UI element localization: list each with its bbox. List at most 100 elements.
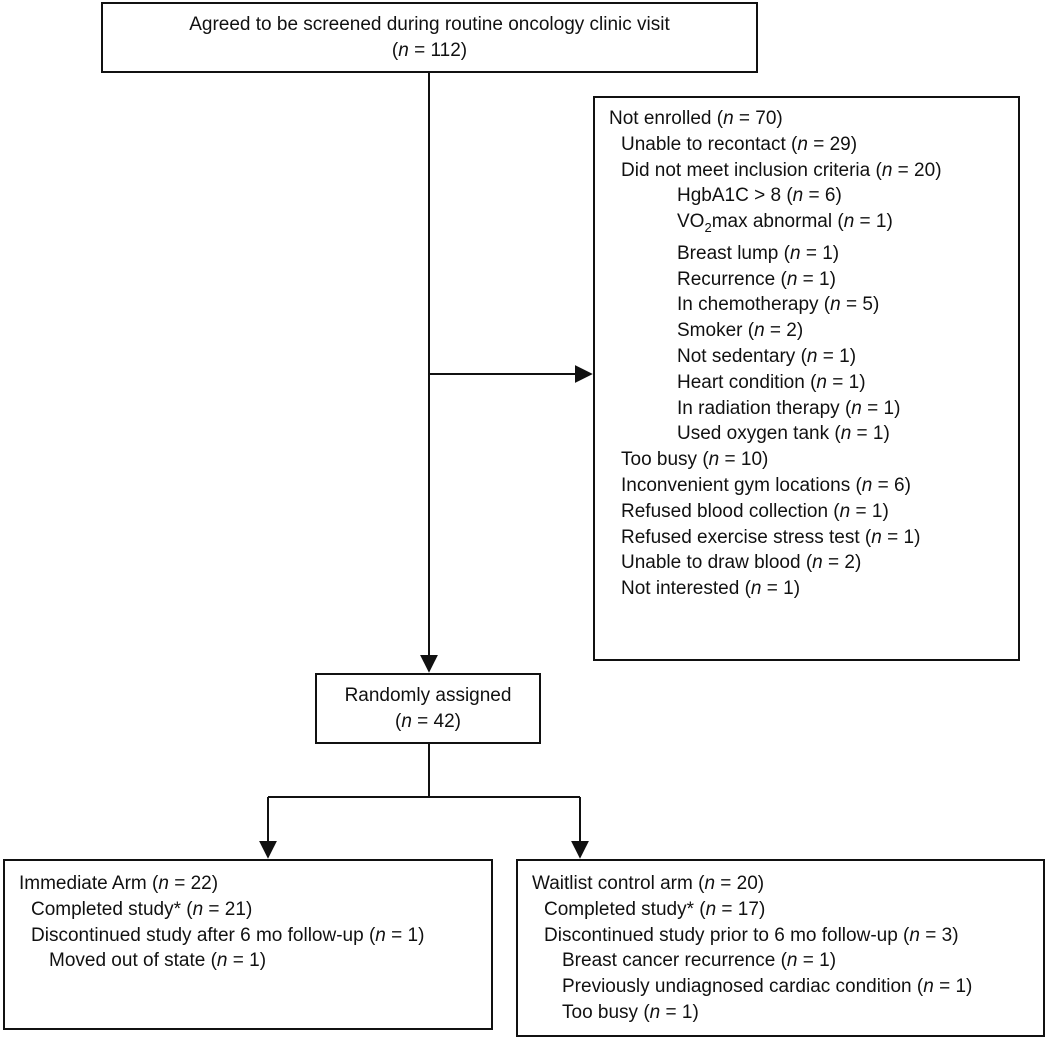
- item-label: HgbA1C > 8 (: [677, 185, 793, 207]
- item-label: Breast cancer recurrence (: [562, 950, 787, 972]
- item-label-after-subscript: max abnormal (: [711, 211, 844, 233]
- list-item: Not sedentary (n = 1): [609, 344, 1018, 370]
- item-n-symbol: n: [786, 268, 798, 290]
- item-count: = 1): [660, 1001, 699, 1023]
- list-item: Inconvenient gym locations (n = 6): [609, 473, 1018, 499]
- item-count: = 21): [203, 898, 253, 920]
- item-n-symbol: n: [792, 185, 804, 207]
- item-n-symbol: n: [216, 950, 228, 972]
- list-item: Recurrence (n = 1): [609, 267, 1018, 293]
- list-item: Too busy (n = 1): [532, 1000, 1043, 1026]
- item-count: = 29): [807, 133, 858, 155]
- list-item: Refused exercise stress test (n = 1): [609, 525, 1018, 551]
- item-n-symbol: n: [806, 345, 818, 367]
- item-count: = 1): [826, 371, 866, 393]
- item-subscript: 2: [704, 219, 712, 235]
- immediate-arm-box: Immediate Arm (n = 22)Completed study* (…: [3, 859, 493, 1030]
- list-item: Too busy (n = 10): [609, 447, 1018, 473]
- list-item: Unable to recontact (n = 29): [609, 132, 1018, 158]
- list-item: Not enrolled (n = 70): [609, 106, 1018, 132]
- screened-label: Agreed to be screened during routine onc…: [189, 14, 670, 35]
- item-count: = 1): [385, 924, 425, 946]
- item-n-symbol: n: [192, 898, 204, 920]
- item-label: Not sedentary (: [677, 345, 807, 367]
- item-n-symbol: n: [881, 159, 893, 181]
- item-count: = 1): [797, 950, 837, 972]
- item-n-symbol: n: [840, 423, 852, 445]
- list-item: Breast lump (n = 1): [609, 241, 1018, 267]
- list-item: Not interested (n = 1): [609, 576, 1018, 602]
- item-count: = 2): [822, 552, 862, 574]
- item-count: = 1): [761, 578, 801, 600]
- item-count: = 1): [800, 242, 840, 264]
- item-n-symbol: n: [723, 108, 734, 129]
- item-label: Smoker (: [677, 320, 755, 342]
- item-n-symbol: n: [839, 500, 851, 522]
- item-count: = 70): [733, 108, 783, 129]
- list-item: HgbA1C > 8 (n = 6): [609, 183, 1018, 209]
- item-count: = 3): [919, 924, 959, 946]
- item-label: Completed study* (: [31, 898, 193, 920]
- item-n-symbol: n: [708, 449, 720, 471]
- item-n-symbol: n: [830, 294, 841, 316]
- item-label: Discontinued study after 6 mo follow-up …: [31, 924, 376, 946]
- item-label: Breast lump (: [677, 242, 790, 264]
- list-item: Moved out of state (n = 1): [19, 948, 491, 974]
- item-n-symbol: n: [923, 976, 934, 998]
- item-n-symbol: n: [797, 133, 808, 155]
- item-label: Too busy (: [621, 449, 709, 471]
- item-count: = 6): [803, 185, 842, 207]
- not-enrolled-box: Not enrolled (n = 70)Unable to recontact…: [593, 96, 1020, 661]
- list-item: Waitlist control arm (n = 20): [532, 871, 1043, 897]
- item-label: Waitlist control arm (: [532, 873, 705, 894]
- list-item: Discontinued study after 6 mo follow-up …: [19, 923, 491, 949]
- item-label: In chemotherapy (: [677, 294, 831, 316]
- item-count: = 2): [764, 320, 804, 342]
- item-n-symbol: n: [375, 924, 386, 946]
- item-count: = 1): [854, 211, 893, 233]
- item-n-symbol: n: [704, 873, 716, 894]
- waitlist-arm-box: Waitlist control arm (n = 20)Completed s…: [516, 859, 1045, 1037]
- list-item: VO2max abnormal (n = 1): [609, 209, 1018, 241]
- item-label: VO: [677, 211, 705, 233]
- item-n-symbol: n: [754, 320, 765, 342]
- item-label: Too busy (: [562, 1001, 650, 1023]
- item-label: Unable to draw blood (: [621, 552, 813, 574]
- item-label: Recurrence (: [677, 268, 787, 290]
- item-n-symbol: n: [843, 211, 855, 233]
- item-n-symbol: n: [909, 924, 920, 946]
- item-label: Refused blood collection (: [621, 500, 840, 522]
- item-label: Inconvenient gym locations (: [621, 474, 862, 496]
- item-count: = 1): [850, 500, 889, 522]
- list-item: Refused blood collection (n = 1): [609, 499, 1018, 525]
- item-label: Completed study* (: [544, 898, 706, 920]
- list-item: Used oxygen tank (n = 1): [609, 421, 1018, 447]
- list-item: Completed study* (n = 17): [532, 897, 1043, 923]
- not-enrolled-list: Not enrolled (n = 70)Unable to recontact…: [595, 98, 1018, 602]
- item-count: = 20): [892, 159, 942, 181]
- item-label: Not enrolled (: [609, 108, 724, 129]
- waitlist-arm-list: Waitlist control arm (n = 20)Completed s…: [518, 861, 1043, 1026]
- item-n-symbol: n: [812, 552, 823, 574]
- item-count: = 10): [719, 449, 769, 471]
- item-count: = 1): [797, 268, 836, 290]
- item-n-symbol: n: [851, 397, 862, 419]
- list-item: In chemotherapy (n = 5): [609, 292, 1018, 318]
- list-item: Previously undiagnosed cardiac condition…: [532, 974, 1043, 1000]
- item-n-symbol: n: [786, 950, 798, 972]
- item-label: Did not meet inclusion criteria (: [621, 159, 882, 181]
- item-label: Heart condition (: [677, 371, 817, 393]
- item-label: Used oxygen tank (: [677, 423, 841, 445]
- item-n-symbol: n: [871, 526, 882, 548]
- item-label: Discontinued study prior to 6 mo follow-…: [544, 924, 910, 946]
- item-n-symbol: n: [861, 474, 873, 496]
- immediate-arm-list: Immediate Arm (n = 22)Completed study* (…: [5, 861, 491, 974]
- item-count: = 6): [872, 474, 911, 496]
- item-label: Immediate Arm (: [19, 873, 159, 894]
- item-label: In radiation therapy (: [677, 397, 852, 419]
- randomized-label: Randomly assigned: [344, 685, 512, 706]
- item-n-symbol: n: [789, 242, 801, 264]
- item-n-symbol: n: [816, 371, 827, 393]
- randomized-count: (n = 42): [394, 710, 462, 732]
